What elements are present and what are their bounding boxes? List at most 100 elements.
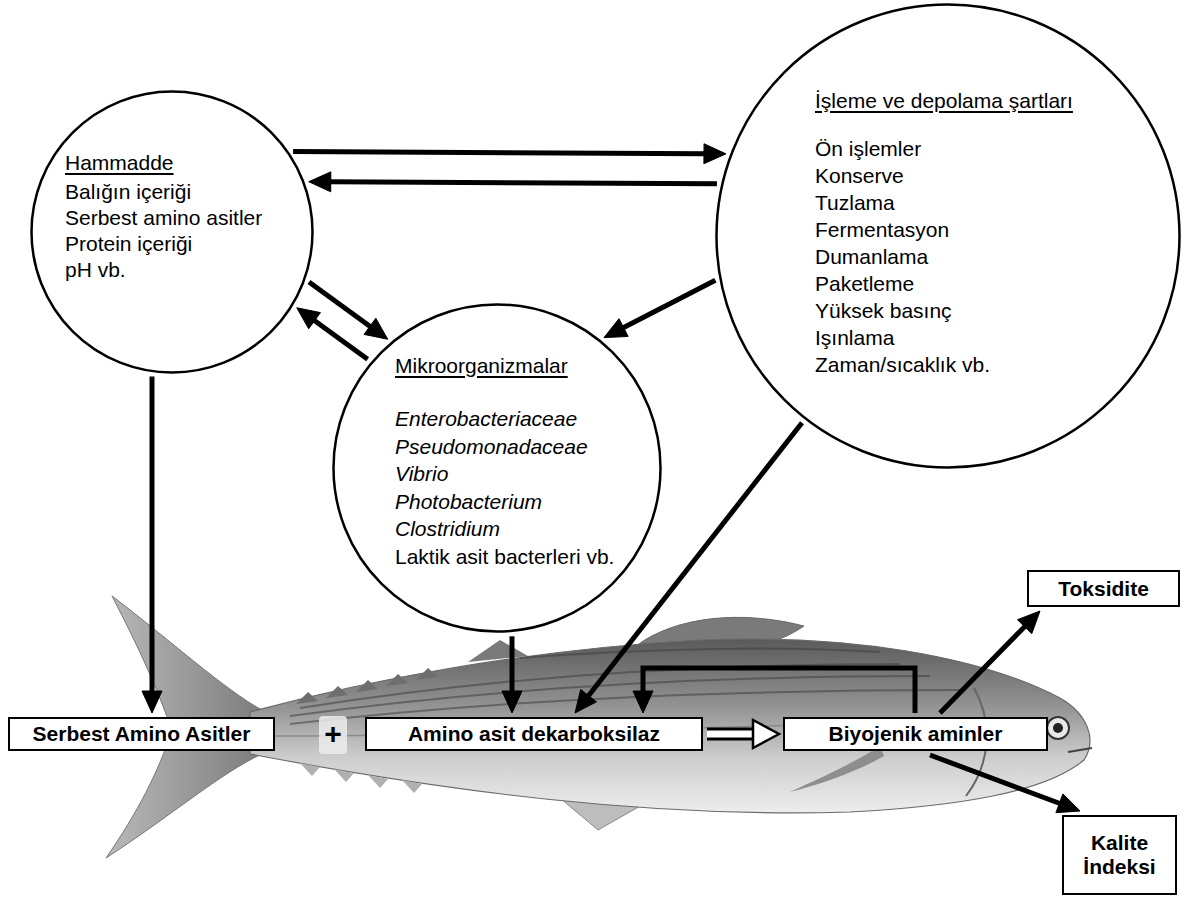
arrow-head xyxy=(753,720,779,748)
arrow-head xyxy=(575,690,596,713)
list-item: Ön işlemler xyxy=(815,135,921,162)
arrow-shaft xyxy=(643,668,915,713)
stripe xyxy=(520,649,880,658)
circle-outline xyxy=(717,5,1180,468)
circle-outline xyxy=(332,303,662,633)
arrow-head xyxy=(604,319,628,338)
list-item: Laktik asit bacterleri vb. xyxy=(395,543,614,571)
finlet xyxy=(368,775,388,788)
text-column: MikroorganizmalarEnterobacteriaceaePseud… xyxy=(395,352,614,570)
arrow-head xyxy=(633,691,653,713)
box-label: Kalite İndeksi xyxy=(1072,831,1167,879)
arrow-head xyxy=(297,308,321,329)
finlet xyxy=(326,686,348,698)
fish-body xyxy=(250,639,1090,813)
flow-arrow xyxy=(930,755,1080,813)
list-item: Photobacterium xyxy=(395,488,542,516)
result-box: Toksidite xyxy=(1027,570,1180,607)
list-item: Pseudomonadaceae xyxy=(395,433,588,461)
text-column: HammaddeBalığın içeriğiSerbest amino asi… xyxy=(65,150,262,283)
finlet xyxy=(416,668,438,680)
list-item: Vibrio xyxy=(395,460,448,488)
list-item: Enterobacteriaceae xyxy=(395,405,577,433)
list-item: Protein içeriği xyxy=(65,231,192,257)
arrow-head xyxy=(364,318,388,339)
factor-circle: HammaddeBalığın içeriğiSerbest amino asi… xyxy=(30,90,314,374)
arrow-shaft xyxy=(707,728,753,741)
arrow-head xyxy=(704,144,726,164)
factor-circle: MikroorganizmalarEnterobacteriaceaePseud… xyxy=(332,303,662,633)
finlet xyxy=(402,780,422,793)
finlet xyxy=(386,674,408,686)
connector-group xyxy=(142,144,1080,813)
list-item: Clostridium xyxy=(395,515,500,543)
flow-arrow xyxy=(940,611,1040,713)
finlet xyxy=(296,692,318,704)
arrow-shaft xyxy=(707,731,753,738)
list-item: Dumanlama xyxy=(815,243,928,270)
arrow-head xyxy=(502,691,522,713)
flow-arrow xyxy=(633,668,915,713)
list-item: Yüksek basınç xyxy=(815,297,952,324)
flow-arrow xyxy=(502,636,522,713)
arrow-head xyxy=(309,172,331,192)
finlet xyxy=(334,769,354,782)
box-label: Toksidite xyxy=(1058,577,1149,601)
factor-circle: İşleme ve depolama şartları Ön işlemlerKo… xyxy=(715,3,1181,469)
circle-heading: İşleme ve depolama şartları xyxy=(815,87,1073,114)
fish-mouth xyxy=(1068,748,1092,752)
arrow-shaft xyxy=(293,152,706,154)
flow-arrow xyxy=(293,144,726,164)
list-item: Balığın içeriği xyxy=(65,179,191,205)
finlet xyxy=(356,680,378,692)
process-box: Serbest Amino Asitler xyxy=(8,717,275,751)
arrow-head xyxy=(1017,611,1040,634)
arrow-head xyxy=(1056,794,1080,813)
list-item: Serbest amino asitler xyxy=(65,205,262,231)
finlets xyxy=(300,763,422,793)
fish-eye xyxy=(1047,717,1069,739)
circle-heading: Hammadde xyxy=(65,150,174,176)
arrow-shaft xyxy=(329,182,717,184)
circle-outline xyxy=(32,92,313,373)
box-label: Biyojenik aminler xyxy=(829,722,1003,746)
flow-arrow xyxy=(142,377,162,713)
arrow-shaft xyxy=(150,377,155,693)
circle-outline xyxy=(334,305,661,632)
finlet xyxy=(300,763,320,776)
list-item: Zaman/sıcaklık vb. xyxy=(815,351,990,378)
list-item: Tuzlama xyxy=(815,189,895,216)
arrow-shaft xyxy=(940,625,1026,713)
list-item: pH vb. xyxy=(65,257,126,283)
arrow-shaft xyxy=(313,320,368,360)
pectoral-fin xyxy=(790,746,884,792)
process-box: Amino asit dekarboksilaz xyxy=(365,717,703,751)
back-stripes xyxy=(290,649,960,724)
arrow-shaft xyxy=(930,755,1061,804)
arrow-shaft xyxy=(510,636,515,693)
stripe xyxy=(290,676,930,716)
box-label: Amino asit dekarboksilaz xyxy=(408,722,660,746)
fish-pupil xyxy=(1053,723,1063,733)
flow-arrow xyxy=(309,172,717,192)
list-item: Konserve xyxy=(815,162,904,189)
flow-arrow xyxy=(309,282,388,339)
result-box: Kalite İndeksi xyxy=(1062,815,1177,895)
flow-arrow xyxy=(604,280,715,337)
list-item: Işınlama xyxy=(815,324,894,351)
box-label: Serbest Amino Asitler xyxy=(33,722,251,746)
list-item: Fermentasyon xyxy=(815,216,949,243)
hollow-arrow xyxy=(707,720,779,748)
list-item: Paketleme xyxy=(815,270,914,297)
flow-arrow xyxy=(297,308,368,359)
arrow-shaft xyxy=(587,423,802,698)
operator-sign: + xyxy=(319,716,347,754)
process-box: Biyojenik aminler xyxy=(783,717,1048,751)
circle-heading: Mikroorganizmalar xyxy=(395,352,568,380)
arrow-head xyxy=(142,691,162,713)
text-column: İşleme ve depolama şartları Ön işlemlerKo… xyxy=(815,87,1073,378)
arrow-shaft xyxy=(622,280,716,328)
